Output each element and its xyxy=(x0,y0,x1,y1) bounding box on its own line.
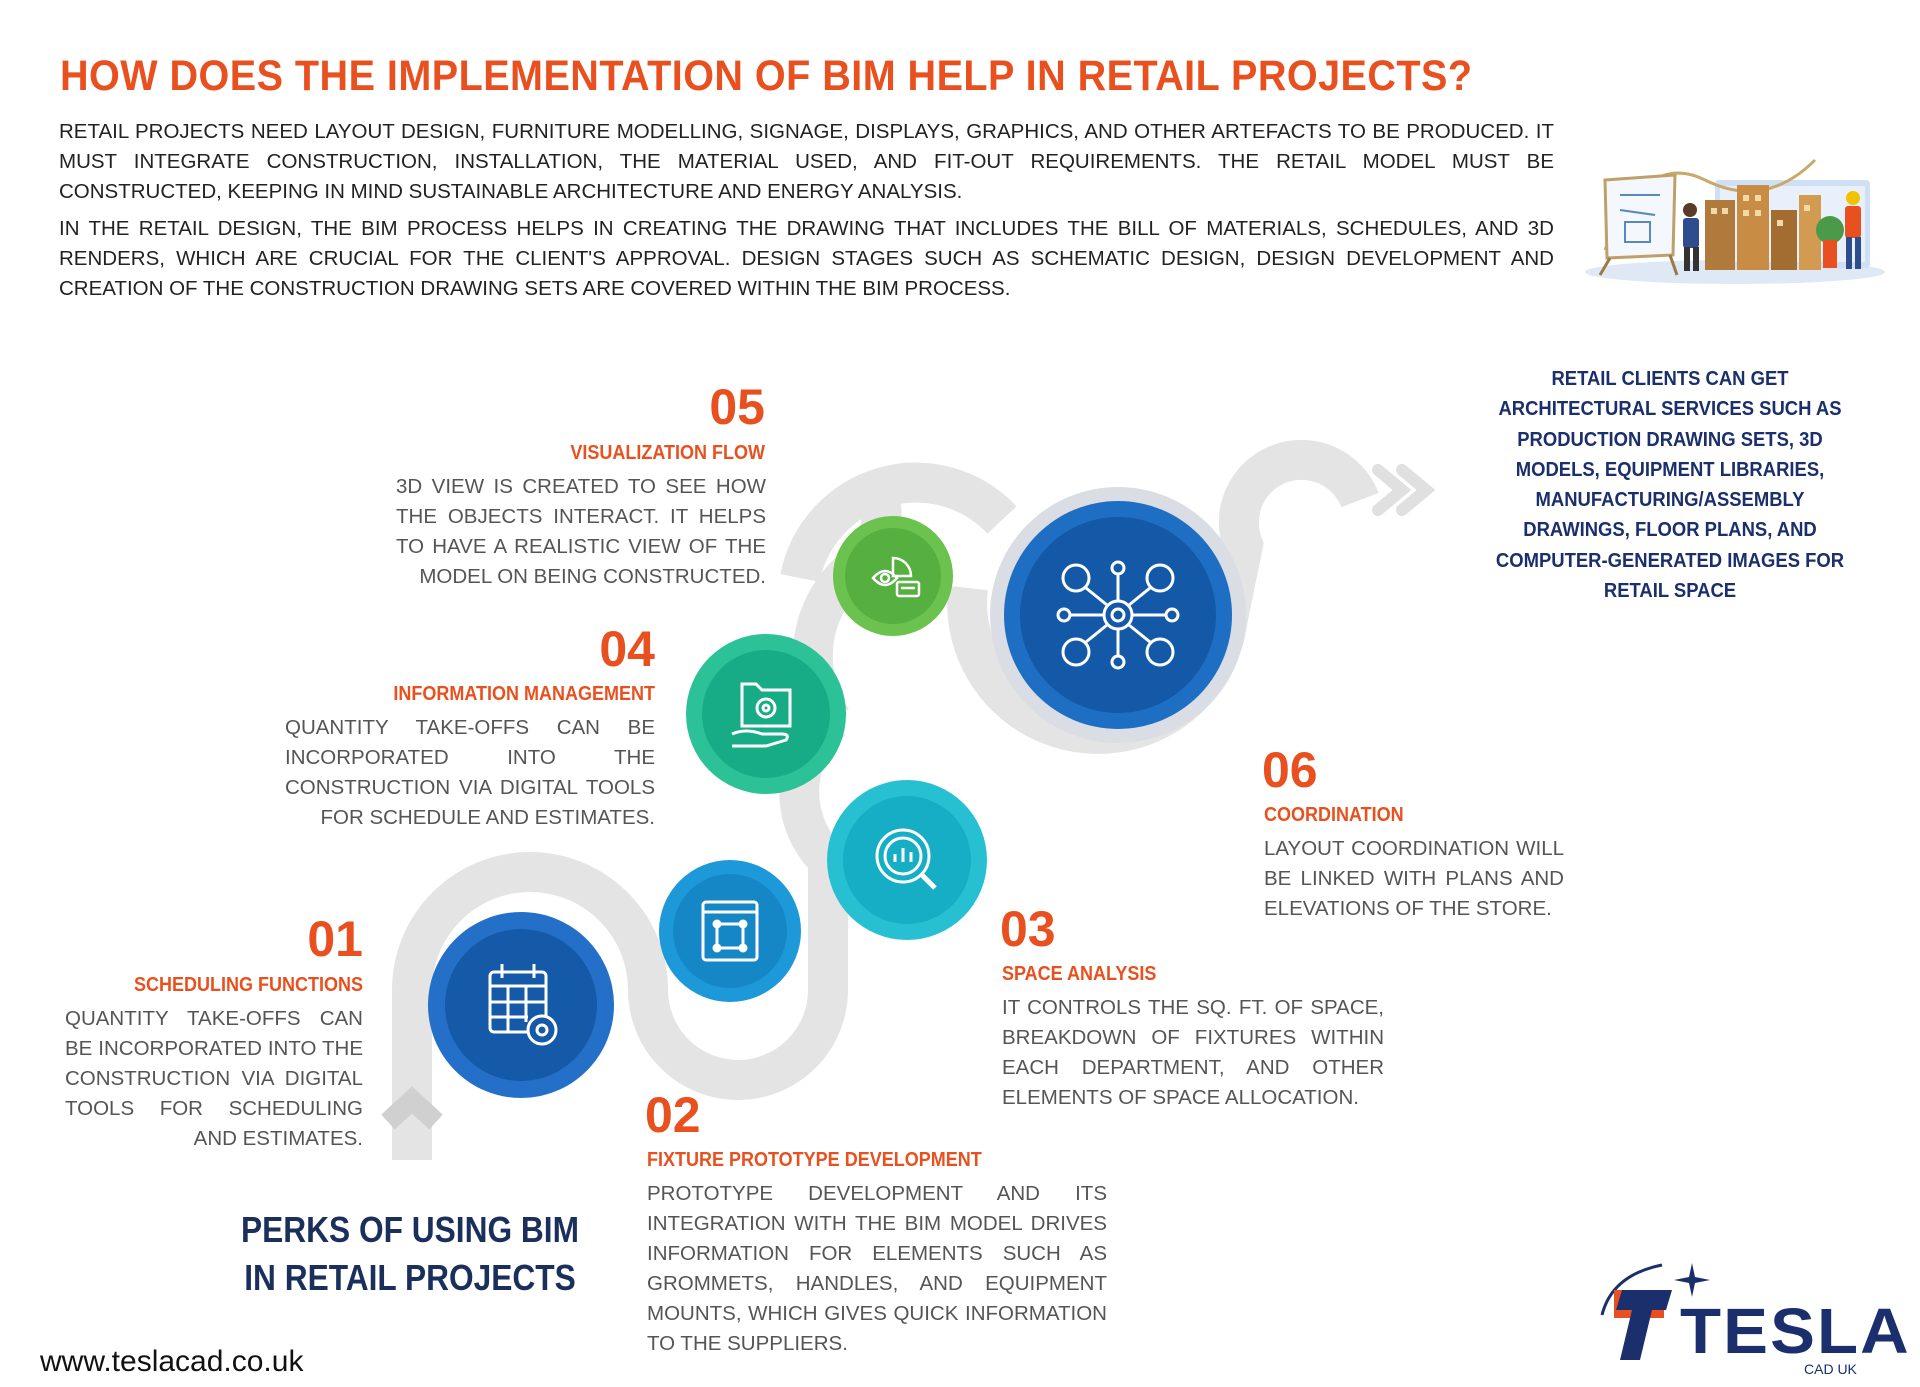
step-03-text: IT CONTROLS THE SQ. FT. OF SPACE, BREAKD… xyxy=(1002,996,1384,1109)
step-01-heading: SCHEDULING FUNCTIONS xyxy=(133,974,363,996)
step-02-heading: FIXTURE PROTOTYPE DEVELOPMENT xyxy=(647,1149,982,1171)
eye-pie-icon xyxy=(871,556,921,598)
step-01-number: 01 xyxy=(307,911,363,967)
step-01-circle xyxy=(428,912,614,1098)
logo-mark xyxy=(1600,1263,1710,1360)
page-title: HOW DOES THE IMPLEMENTATION OF BIM HELP … xyxy=(60,52,1473,100)
step-03-heading: SPACE ANALYSIS xyxy=(1002,963,1157,985)
step-04-text: QUANTITY TAKE-OFFS CAN BE INCORPORATED I… xyxy=(285,716,655,829)
step-01-text: QUANTITY TAKE-OFFS CAN BE INCORPORATED I… xyxy=(65,1007,363,1150)
step-06-text: LAYOUT COORDINATION WILL BE LINKED WITH … xyxy=(1264,837,1564,920)
step-02-number: 02 xyxy=(645,1087,701,1143)
intro-paragraph-1: RETAIL PROJECTS NEED LAYOUT DESIGN, FURN… xyxy=(59,120,1554,203)
step-05-text: 3D VIEW IS CREATED TO SEE HOW THE OBJECT… xyxy=(396,475,766,588)
step-03-number: 03 xyxy=(1000,901,1056,957)
logo-sub: CAD UK xyxy=(1804,1361,1857,1377)
step-04-circle xyxy=(686,634,846,794)
folder-hand-icon xyxy=(731,682,792,748)
chart-magnifier-icon xyxy=(875,828,937,890)
step-03-circle xyxy=(827,780,987,940)
calendar-gear-icon xyxy=(488,964,558,1046)
intro-paragraph-2: IN THE RETAIL DESIGN, THE BIM PROCESS HE… xyxy=(59,217,1554,300)
services-callout: RETAIL CLIENTS CAN GET ARCHITECTURAL SER… xyxy=(1495,367,1845,603)
step-04-number: 04 xyxy=(599,621,655,677)
logo-name: TESLA xyxy=(1680,1295,1911,1367)
construction-illustration xyxy=(1585,158,1885,284)
perks-title: PERKS OF USING BIM IN RETAIL PROJECTS xyxy=(241,1209,579,1298)
step-05-circle xyxy=(833,516,953,636)
step-05-number: 05 xyxy=(709,379,765,435)
step-05-heading: VISUALIZATION FLOW xyxy=(570,442,765,464)
website-link[interactable]: www.teslacad.co.uk xyxy=(40,1345,304,1378)
step-06-number: 06 xyxy=(1262,742,1318,798)
step-02-circle xyxy=(659,860,801,1002)
network-people-icon xyxy=(1056,560,1180,670)
step-02-text: PROTOTYPE DEVELOPMENT AND ITS INTEGRATIO… xyxy=(647,1182,1107,1355)
prototype-window-icon xyxy=(701,900,759,962)
step-06-heading: COORDINATION xyxy=(1264,804,1404,826)
step-04-heading: INFORMATION MANAGEMENT xyxy=(393,683,655,705)
tesla-logo: TESLA CAD UK xyxy=(1592,1255,1909,1377)
